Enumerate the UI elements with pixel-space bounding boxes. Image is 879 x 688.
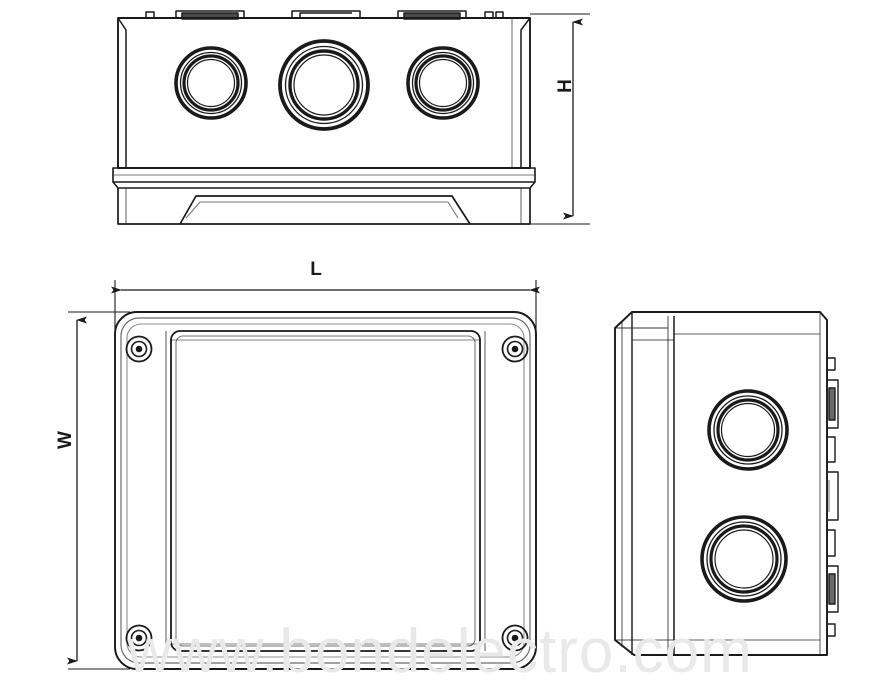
- side-view: [614, 311, 839, 656]
- top-view-outer-outline: [114, 311, 537, 670]
- length-dimension-label: L: [310, 259, 322, 280]
- dimension-length: [111, 280, 540, 330]
- width-dimension-label: W: [55, 431, 76, 449]
- front-view-knockout-right: [406, 46, 480, 120]
- top-view-screw-hole-bottom-right: [501, 624, 529, 652]
- side-view-body-outline: [614, 311, 828, 656]
- front-view-knockout-center: [278, 39, 370, 131]
- front-view-body-outline: [117, 17, 531, 169]
- top-view: [114, 311, 537, 670]
- side-view-knockout-upper: [707, 389, 789, 471]
- watermark-text: www.bondelectro.com: [126, 617, 753, 686]
- dimension-height: [530, 13, 590, 225]
- side-view-latch-tabs: [827, 357, 839, 637]
- top-view-lid-panel: [170, 330, 481, 652]
- front-view-knockout-left: [174, 46, 248, 120]
- dimension-width: [67, 311, 130, 670]
- front-view-base-flange: [112, 167, 536, 225]
- front-view: [112, 10, 536, 225]
- front-view-top-tabs: [145, 10, 504, 20]
- side-view-knockout-lower: [700, 515, 788, 603]
- top-view-screw-hole-bottom-left: [125, 624, 153, 652]
- top-view-screw-hole-top-right: [501, 335, 529, 363]
- height-dimension-label: H: [555, 79, 576, 93]
- top-view-screw-hole-top-left: [125, 335, 153, 363]
